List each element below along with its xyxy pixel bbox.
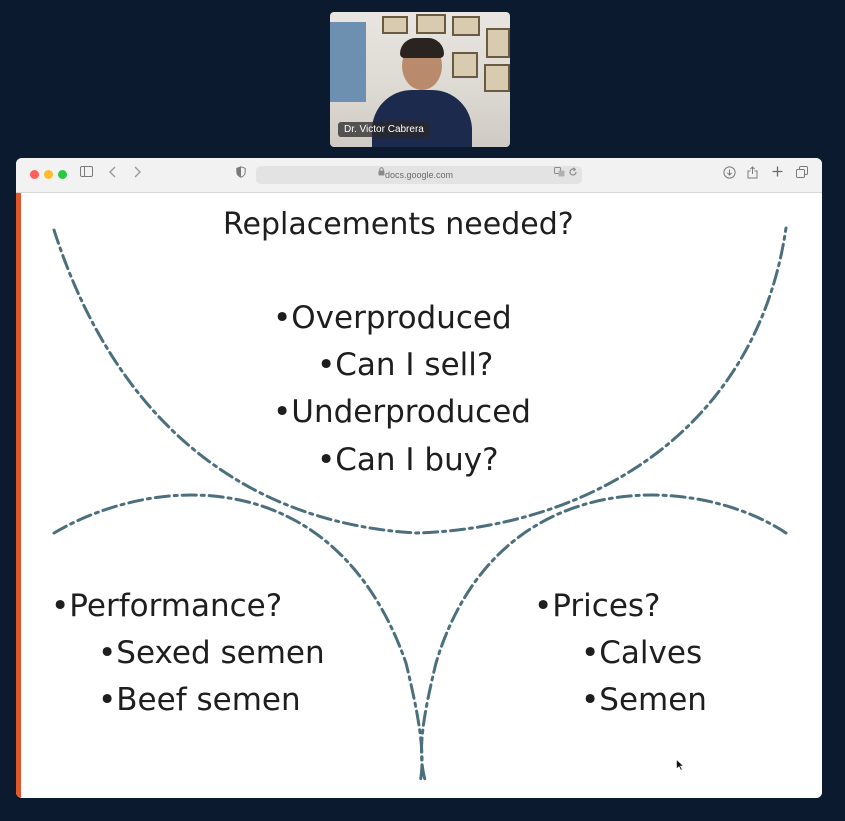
speaker-hair (400, 38, 444, 58)
presentation-slide: Replacements needed? •Overproduced •Can … (16, 193, 822, 798)
speaker-name-tag: Dr. Victor Cabrera (338, 122, 430, 137)
video-background-frame (452, 52, 478, 78)
left-bullet-1: •Performance? (51, 588, 283, 624)
center-bullet-3: •Underproduced (273, 394, 531, 430)
video-background-frame (484, 64, 510, 92)
reload-icon[interactable] (568, 167, 578, 180)
download-icon[interactable] (723, 166, 736, 184)
right-arc-curve (419, 493, 788, 785)
slide-dashed-curves (52, 226, 788, 785)
address-bar[interactable]: docs.google.com (256, 166, 582, 184)
left-arc-curve (52, 493, 424, 785)
center-bullet-2: •Can I sell? (317, 347, 494, 383)
video-background-frame (452, 16, 480, 36)
left-bullet-3: •Beef semen (98, 682, 301, 718)
sidebar-icon[interactable] (80, 166, 93, 182)
browser-toolbar: docs.google.com (16, 158, 822, 193)
shield-icon[interactable] (236, 166, 246, 183)
right-bullet-2: •Calves (581, 635, 703, 671)
slide-accent-bar (16, 193, 21, 798)
lock-icon (378, 167, 385, 179)
zoom-window-button[interactable] (58, 170, 67, 179)
top-arc-curve (52, 226, 788, 535)
speaker-body (372, 90, 472, 147)
speaker-video: Dr. Victor Cabrera (330, 12, 510, 147)
tabs-overview-icon[interactable] (796, 166, 808, 183)
address-url: docs.google.com (384, 170, 454, 180)
share-icon[interactable] (747, 166, 758, 184)
video-background-window (330, 22, 366, 102)
slide-title: Replacements needed? (223, 207, 574, 242)
right-bullet-1: •Prices? (534, 588, 661, 624)
minimize-window-button[interactable] (44, 170, 53, 179)
translate-icon[interactable] (554, 167, 565, 180)
center-bullet-4: •Can I buy? (317, 442, 499, 478)
video-background-frame (382, 16, 408, 34)
new-tab-icon[interactable] (772, 166, 783, 182)
browser-window: docs.google.com (16, 158, 822, 798)
center-bullet-1: •Overproduced (273, 300, 512, 336)
left-bullet-2: •Sexed semen (98, 635, 325, 671)
close-window-button[interactable] (30, 170, 39, 179)
video-background-frame (486, 28, 510, 58)
video-background-frame (416, 14, 446, 34)
mouse-pointer-icon (676, 758, 685, 774)
right-bullet-3: •Semen (581, 682, 707, 718)
back-icon[interactable] (109, 166, 117, 183)
forward-icon[interactable] (133, 166, 141, 183)
